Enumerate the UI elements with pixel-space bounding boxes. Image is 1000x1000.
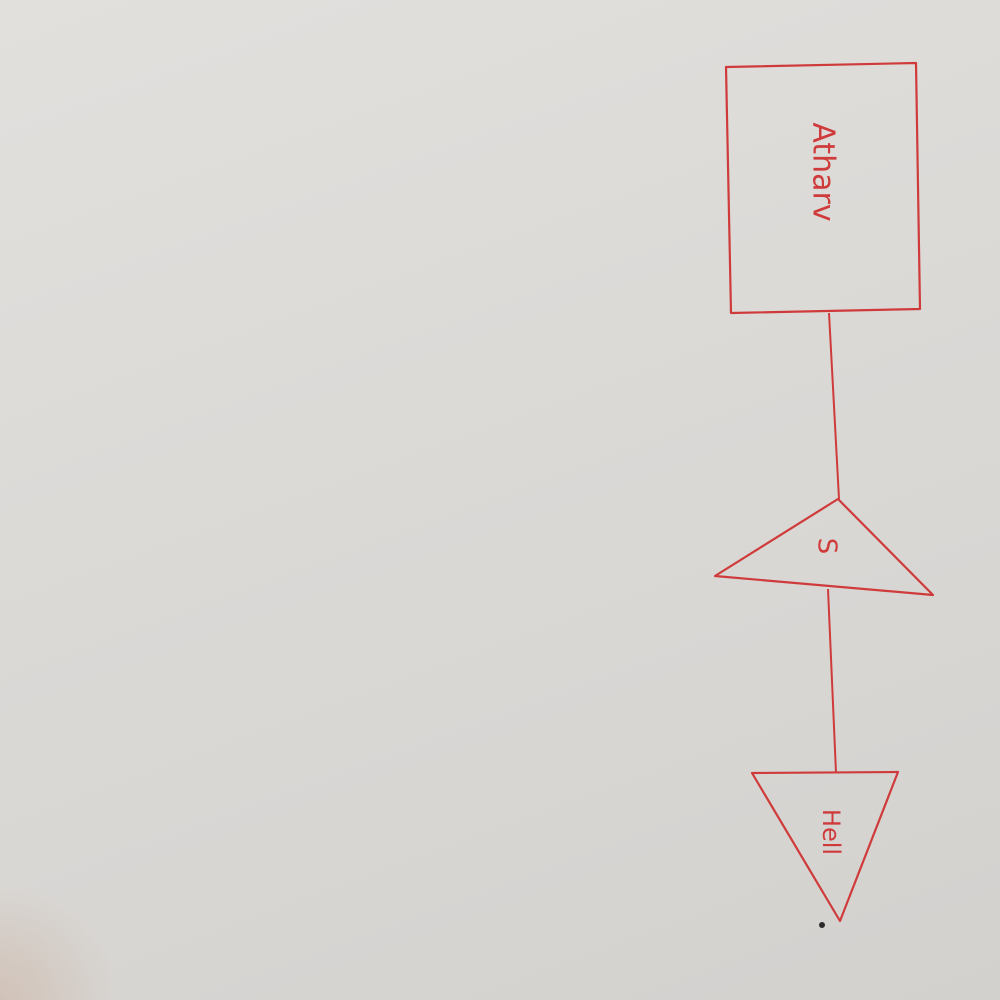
node-s: S xyxy=(713,497,935,597)
node-atharv: Atharv xyxy=(724,61,922,315)
paper-shadow xyxy=(0,880,120,1000)
node-hell-triangle xyxy=(750,770,900,923)
node-hell: Hell xyxy=(750,770,900,923)
node-atharv-rectangle xyxy=(724,61,922,315)
node-atharv-label: Atharv xyxy=(806,122,841,221)
edge-atharv-to-s xyxy=(828,312,840,500)
node-s-label: S xyxy=(812,538,842,555)
node-hell-label: Hell xyxy=(817,809,845,855)
edge-s-to-hell xyxy=(827,588,837,774)
node-s-triangle xyxy=(713,497,935,597)
ink-dot xyxy=(819,922,825,928)
